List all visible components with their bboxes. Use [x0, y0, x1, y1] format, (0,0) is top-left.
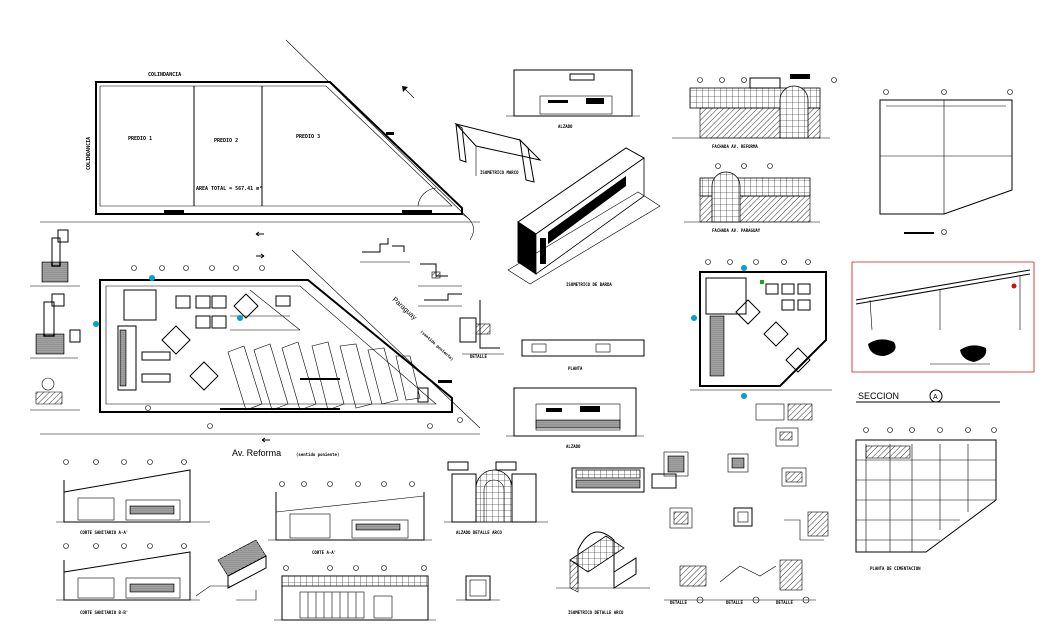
isometrico-marco-label: ISOMETRICO MARCO [480, 170, 519, 175]
north-arrow-icon [402, 86, 415, 99]
corte-2-label: CORTE SANITARIO B-B' [80, 610, 128, 615]
isometrico-barda-label: ISOMETRICO DE BARDA [566, 282, 612, 287]
column-footing-details [30, 229, 81, 411]
facade-reforma: FACHADA AV. REFORMA [672, 74, 837, 149]
detalle-label-1: DETALLE [670, 600, 687, 605]
fachada-paraguay-label: FACHADA AV. PARAGUAY [712, 228, 761, 233]
arco-detalle-label: ALZADO DETALLE ARCO [456, 530, 502, 535]
seccion-mark: A [933, 394, 938, 401]
facade-paraguay: FACHADA AV. PARAGUAY [684, 163, 820, 233]
section-marker [149, 275, 155, 281]
roof-section-elevation [851, 261, 1035, 373]
parking-stalls [227, 341, 421, 411]
detalle-label-2: DETALLE [726, 600, 743, 605]
area-total-label: AREA TOTAL = 567.41 m² [196, 186, 262, 192]
detalle-label-3: DETALLE [776, 600, 793, 605]
fachada-reforma-label: FACHADA AV. REFORMA [712, 144, 758, 149]
mid-right-details [755, 403, 813, 447]
top-elevation: ALZADO [506, 69, 640, 129]
ground-floor-plan: Paraguay (sentido poniente) Av. Reforma … [40, 231, 481, 458]
arch-isometric-detail: ISOMETRICO DETALLE ARCO [556, 531, 650, 615]
roof-plan [879, 89, 1013, 235]
structure-plan: PLANTA DE CIMENTACION [855, 427, 997, 571]
reforma-street-label: Av. Reforma [232, 448, 281, 458]
section-cut-1: CORTE SANITARIO A-A' [56, 459, 210, 535]
isometrico-arco-label: ISOMETRICO DETALLE ARCO [568, 610, 624, 615]
isometric-block-detail [217, 539, 267, 601]
upper-floor-plan [690, 259, 832, 399]
planta-cimentacion-label: PLANTA DE CIMENTACION [870, 566, 921, 571]
paraguay-street-label: Paraguay [391, 296, 418, 322]
arch-elevation-detail: ALZADO DETALLE ARCO [444, 461, 548, 535]
isometric-wall: ISOMETRICO DE BARDA [507, 147, 661, 287]
alzado-top-label: ALZADO [558, 124, 573, 129]
predio-2-label: PREDIO 2 [214, 138, 238, 144]
predio-1-label: PREDIO 1 [128, 136, 152, 142]
corte-3-label: CORTE A-A' [312, 550, 336, 555]
alzado-mid-label: ALZADO [566, 444, 581, 449]
arrow-left-icon [255, 231, 270, 443]
section-cut-2: CORTE SANITARIO B-B' [56, 543, 230, 615]
small-construction-details: DETALLE [360, 238, 504, 359]
detail-label-center: DETALLE [470, 354, 487, 359]
site-plan-lot: COLINDANCIA COLINDANCIA PREDIO 1 PREDIO … [40, 39, 480, 241]
colindancia-side-label: COLINDANCIA [86, 137, 92, 170]
colindancia-top-label: COLINDANCIA [148, 72, 181, 78]
predio-3-label: PREDIO 3 [296, 134, 320, 140]
counter-plan-elevation: PLANTA ALZADO [506, 339, 645, 449]
isometric-frame: ISOMETRICO MARCO [454, 122, 542, 183]
paraguay-street-sub-label: (sentido poniente) [419, 329, 455, 362]
planta-label: PLANTA [568, 366, 583, 371]
reforma-street-sub-label: (sentido poniente) [296, 452, 339, 457]
seccion-label: SECCION [858, 391, 899, 401]
window-detail [456, 575, 500, 601]
bottom-construction-details: DETALLE DETALLE DETALLE [571, 451, 829, 605]
section-a: SECCION A [856, 389, 1000, 403]
elevation-bottom [274, 565, 436, 621]
section-cut-3: CORTE A-A' [268, 481, 432, 555]
corte-1-label: CORTE SANITARIO A-A' [80, 530, 128, 535]
